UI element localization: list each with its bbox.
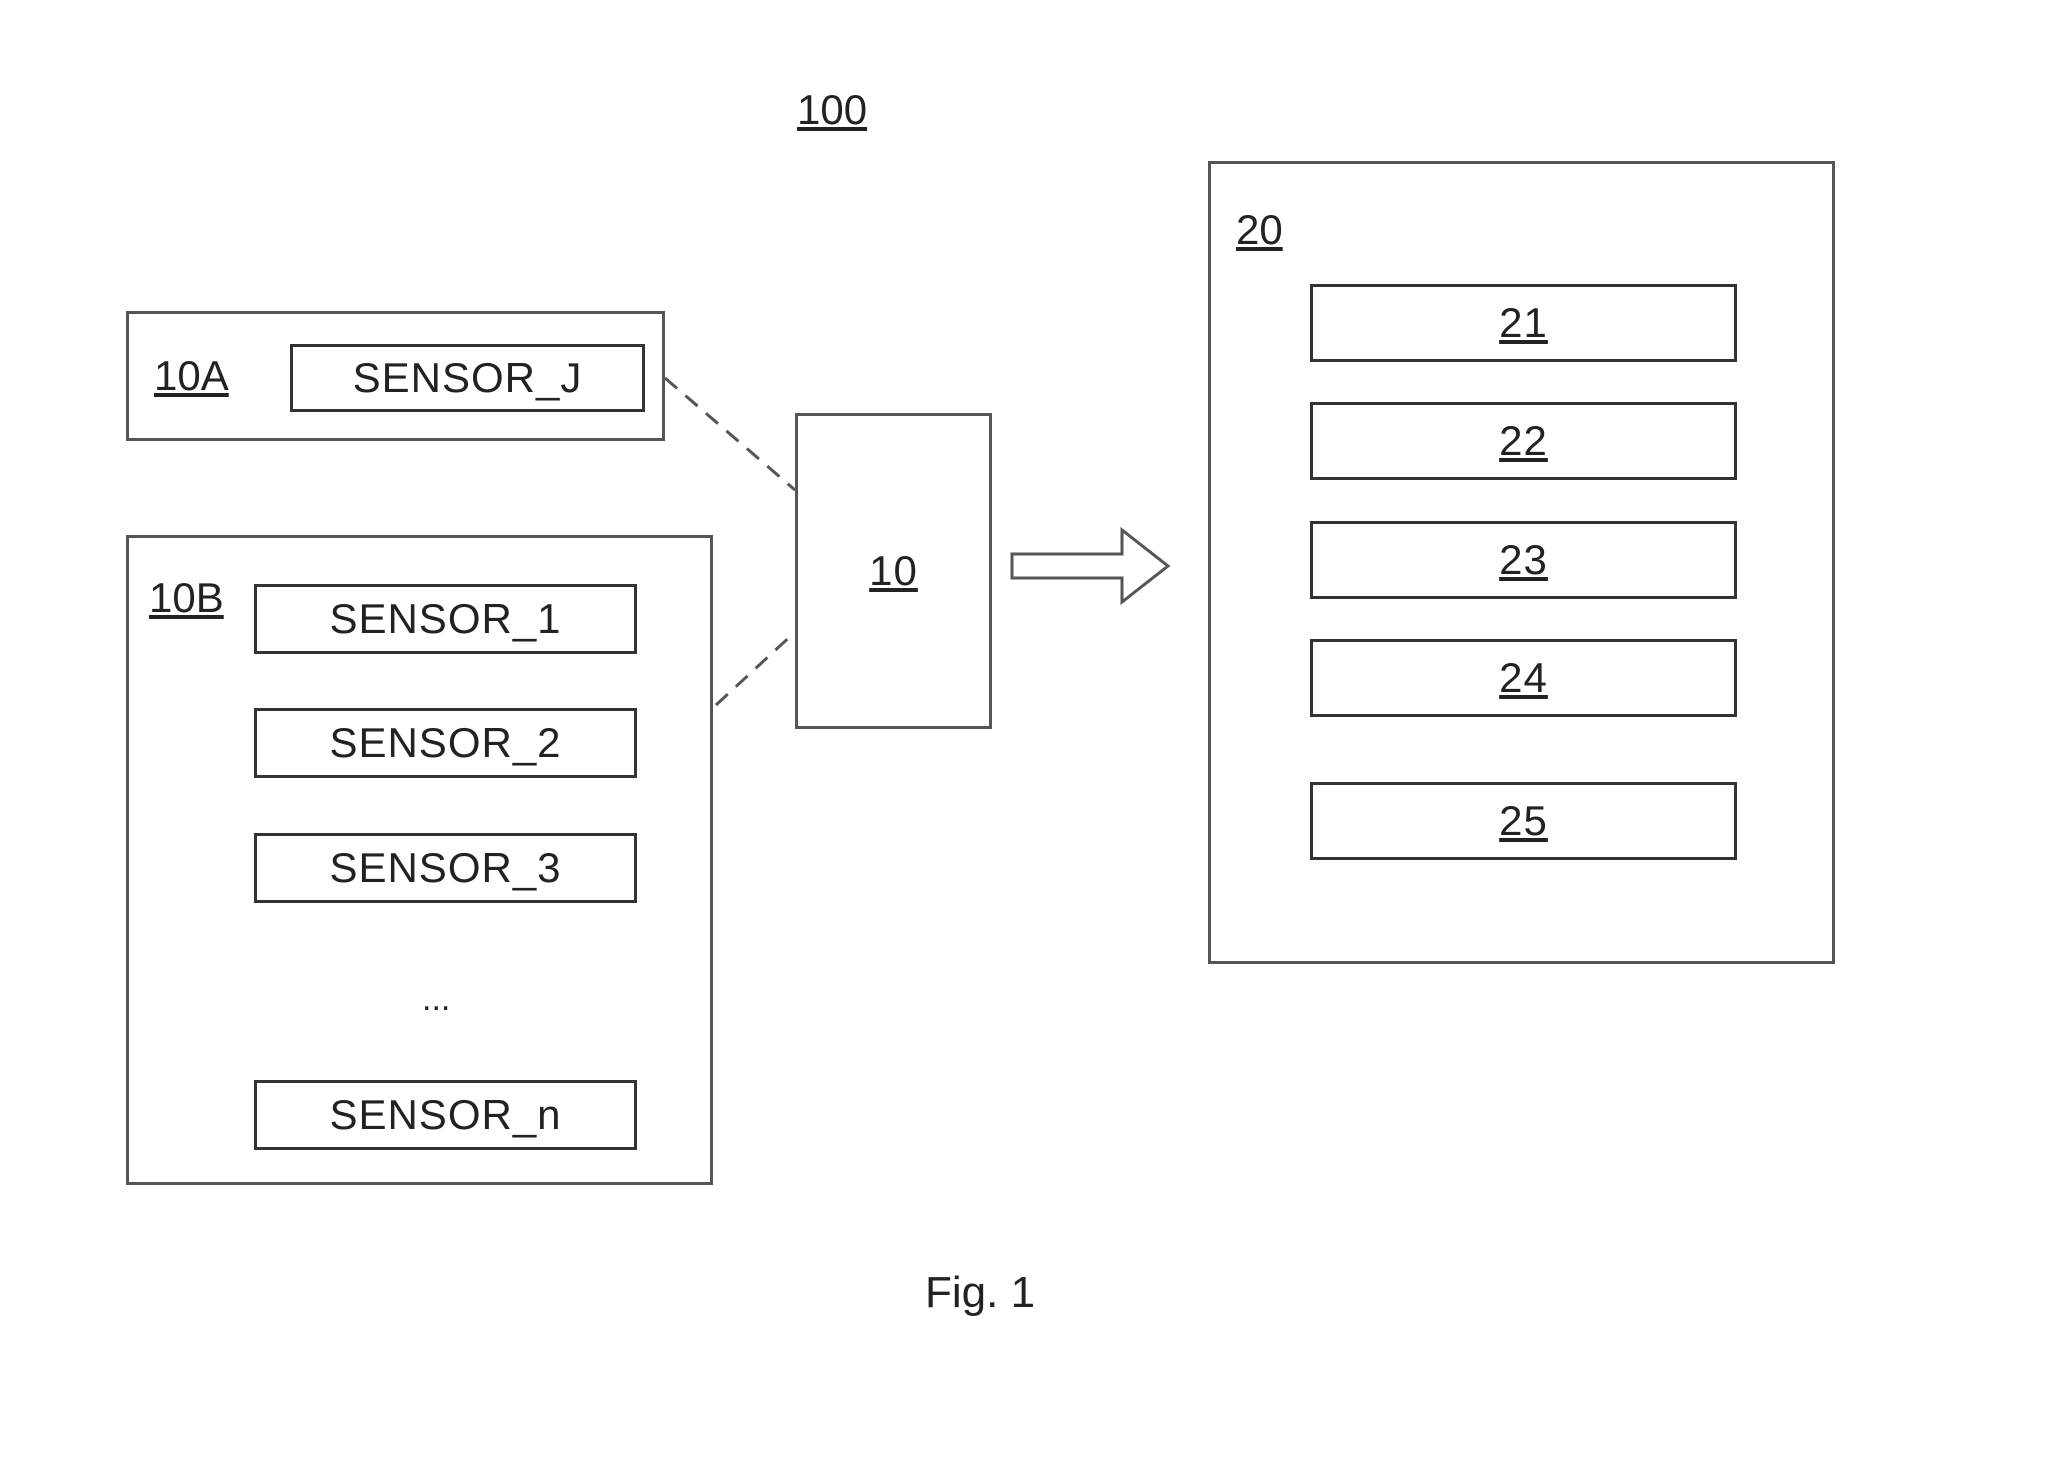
sensor-2-box: SENSOR_2 bbox=[254, 708, 637, 778]
sensor-1-box: SENSOR_1 bbox=[254, 584, 637, 654]
module-23-box: 23 bbox=[1310, 521, 1737, 599]
module-22-box: 22 bbox=[1310, 402, 1737, 480]
system-20-label: 20 bbox=[1236, 206, 1283, 253]
module-25-label: 25 bbox=[1499, 797, 1548, 844]
dashed-link-10a-to-10 bbox=[664, 376, 796, 492]
sensor-group-10b-label: 10B bbox=[149, 574, 224, 621]
sensor-group-10a-label: 10A bbox=[154, 352, 229, 399]
module-24-box: 24 bbox=[1310, 639, 1737, 717]
module-23-label: 23 bbox=[1499, 536, 1548, 583]
system-20-box: 20 21 22 23 24 25 bbox=[1208, 161, 1835, 964]
sensor-group-10b: 10B SENSOR_1 SENSOR_2 SENSOR_3 ... SENSO… bbox=[126, 535, 713, 1185]
sensor-n-box: SENSOR_n bbox=[254, 1080, 637, 1150]
figure-caption: Fig. 1 bbox=[925, 1268, 1036, 1317]
dashed-link-10b-to-10 bbox=[714, 630, 797, 707]
sensor-j-box: SENSOR_J bbox=[290, 344, 645, 412]
module-21-box: 21 bbox=[1310, 284, 1737, 362]
sensor-ellipsis: ... bbox=[422, 980, 451, 1018]
module-21-label: 21 bbox=[1499, 299, 1548, 346]
module-22-label: 22 bbox=[1499, 417, 1548, 464]
output-arrow bbox=[1010, 526, 1171, 606]
module-25-box: 25 bbox=[1310, 782, 1737, 860]
figure-reference-label: 100 bbox=[797, 86, 868, 133]
module-24-label: 24 bbox=[1499, 654, 1548, 701]
hub-10-label: 10 bbox=[869, 547, 918, 594]
sensor-group-10a: 10A SENSOR_J bbox=[126, 311, 665, 441]
hub-10-box: 10 bbox=[795, 413, 992, 729]
sensor-3-box: SENSOR_3 bbox=[254, 833, 637, 903]
